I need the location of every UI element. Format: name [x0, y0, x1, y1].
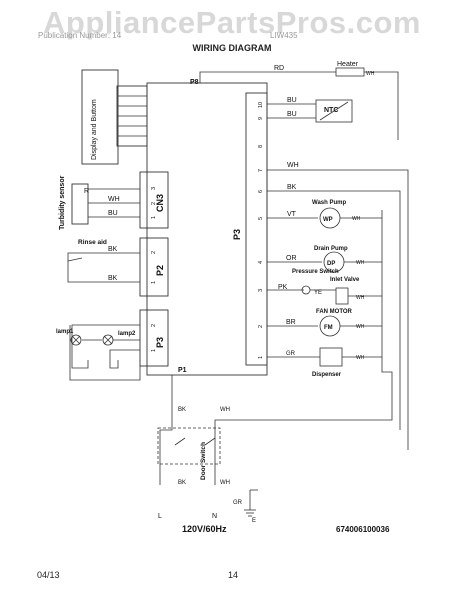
wire-pk: PK [278, 284, 288, 291]
p3r-pin-3: 3 [258, 289, 264, 292]
label-dispenser: Dispenser [312, 372, 342, 378]
wire-or: OR [286, 255, 297, 262]
wire-turbidity-wh: WH [108, 196, 120, 203]
p2-pin-1: 1 [151, 281, 157, 284]
label-p2: P2 [155, 265, 165, 276]
cn3-pin-3: 3 [151, 187, 157, 190]
wire-fan-wh: WH [356, 324, 365, 330]
wire-r: R [84, 188, 89, 195]
wire-wash-wh: WH [352, 216, 361, 222]
label-display-board: Display and Buttom [91, 99, 98, 160]
terminal-e: E [252, 518, 256, 524]
p2-pin-2: 2 [151, 251, 157, 254]
label-fan-motor: FAN MOTOR [316, 309, 353, 315]
label-dp: DP [327, 261, 335, 267]
display-board [81, 69, 119, 165]
wire-inlet-wh: WH [356, 295, 365, 301]
cn3-connector [139, 171, 169, 229]
watermark: AppliancePartsPros.com [43, 5, 421, 40]
label-ye: YE [314, 290, 322, 296]
p3r-pin-5: 5 [258, 217, 264, 220]
label-lamp2: lamp2 [118, 331, 136, 337]
wire-wh-door: WH [220, 407, 230, 413]
label-rinse-aid: Rinse aid [78, 239, 107, 246]
wire-turbidity-bu: BU [108, 210, 118, 217]
label-p1: P1 [178, 367, 187, 374]
p3r-pin-4: 4 [258, 261, 264, 264]
label-wp: WP [323, 217, 333, 223]
wire-gr-dispenser: GR [286, 351, 296, 357]
p3l-pin-2: 2 [151, 324, 157, 327]
part-number: 674006100036 [336, 525, 390, 534]
wire-vt: VT [287, 211, 297, 218]
label-cn3: CN3 [155, 194, 165, 212]
footer-date: 04/13 [37, 570, 60, 580]
p3r-pin-8: 8 [258, 145, 264, 148]
label-wash-pump: Wash Pump [312, 200, 346, 206]
wire-bu-10: BU [287, 97, 297, 104]
p3r-pin-9: 9 [258, 117, 264, 120]
p3r-pin-10: 10 [258, 102, 264, 108]
terminal-l: L [158, 513, 162, 520]
wire-bu-9: BU [287, 111, 297, 118]
p3r-pin-6: 6 [258, 190, 264, 193]
label-inlet-valve: Inlet Valve [330, 277, 360, 283]
p3r-pin-1: 1 [258, 356, 264, 359]
p2-connector [139, 237, 169, 297]
wire-bk-power: BK [178, 480, 186, 486]
wire-heater-wh: WH [366, 71, 375, 77]
label-drain-pump: Drain Pump [314, 246, 348, 252]
label-lamp1: lamp1 [56, 329, 74, 335]
wire-br: BR [286, 319, 296, 326]
wire-rinse-bk-top: BK [108, 246, 118, 253]
wire-bk-door: BK [178, 407, 186, 413]
label-ntc: NTC [324, 107, 338, 114]
wire-bk-6: BK [287, 184, 297, 191]
wire-gr-ground: GR [233, 500, 243, 506]
p3-right-connector [245, 92, 268, 366]
terminal-n: N [212, 513, 217, 520]
p3r-pin-7: 7 [258, 169, 264, 172]
cn3-pin-1: 1 [151, 216, 157, 219]
header-model: LIW435 [270, 31, 298, 40]
cn3-pin-2: 2 [151, 202, 157, 205]
page-title: WIRING DIAGRAM [192, 43, 272, 53]
wire-rd: RD [274, 65, 284, 72]
wire-dispenser-wh: WH [356, 355, 365, 361]
footer-page: 14 [228, 570, 239, 580]
p3l-pin-1: 1 [151, 349, 157, 352]
turbidity-sensor-box [71, 183, 89, 225]
label-p3-left: P3 [155, 337, 165, 348]
label-door-switch: Door Switch [200, 442, 207, 480]
wire-drain-wh: WH [356, 260, 365, 266]
label-heater: Heater [337, 61, 359, 68]
label-turbidity-sensor: Turbidity sensor [59, 175, 66, 230]
p3-left-connector [139, 309, 169, 367]
label-fm: FM [324, 325, 333, 331]
p3r-pin-2: 2 [258, 325, 264, 328]
label-pressure-switch: Pressure Switch [292, 269, 339, 275]
header-publication: Publication Number: 14 [38, 31, 122, 40]
label-p8: P8 [190, 79, 199, 86]
label-p3-right: P3 [232, 229, 242, 240]
wire-wh-power: WH [220, 480, 230, 486]
wire-rinse-bk-bottom: BK [108, 275, 118, 282]
wire-wh-7: WH [287, 162, 299, 169]
power-rating: 120V/60Hz [182, 524, 227, 534]
